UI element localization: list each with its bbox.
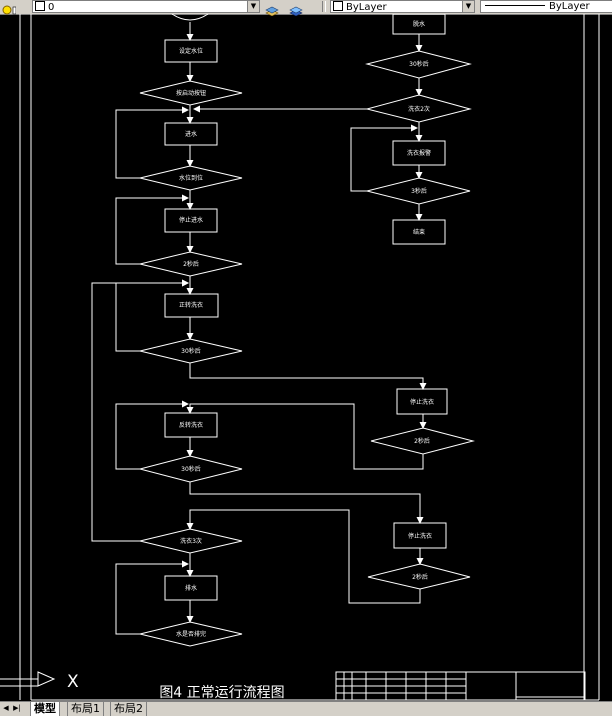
ucs-icon bbox=[0, 671, 56, 687]
chevron-down-icon[interactable]: ▼ bbox=[247, 1, 259, 12]
linetype-sample-icon bbox=[485, 5, 545, 6]
after-2s-label: 2秒后 bbox=[412, 573, 428, 581]
after-2s-label: 2秒后 bbox=[183, 260, 199, 268]
title-block bbox=[335, 671, 586, 701]
after-30s-label: 30秒后 bbox=[181, 347, 201, 355]
wash-2-times-label: 洗衣2次 bbox=[408, 105, 430, 113]
first-tab-icon[interactable]: ◀ bbox=[3, 704, 9, 712]
drained-label: 水是否排完 bbox=[176, 630, 206, 638]
after-30s-label: 30秒后 bbox=[409, 60, 429, 68]
layer-lightbulb-icon[interactable] bbox=[2, 1, 17, 15]
after-3s-label: 3秒后 bbox=[411, 187, 427, 195]
flowchart-left-column bbox=[138, 39, 243, 647]
linetype-value: ByLayer bbox=[549, 1, 590, 12]
flowchart-connectors bbox=[91, 14, 427, 635]
last-tab-icon[interactable]: ▶| bbox=[13, 704, 21, 712]
color-swatch bbox=[333, 1, 343, 11]
ucs-x-label: X bbox=[67, 672, 79, 692]
tab-layout2[interactable]: 布局2 bbox=[110, 702, 147, 716]
forward-wash-label: 正转洗衣 bbox=[179, 301, 203, 309]
color-dropdown[interactable]: ByLayer ▼ bbox=[330, 0, 475, 13]
set-water-level-label: 设定水位 bbox=[179, 47, 203, 55]
dehydrate-label: 脱水 bbox=[413, 20, 425, 28]
after-30s-label: 30秒后 bbox=[181, 465, 201, 473]
stop-fill-label: 停止进水 bbox=[179, 216, 203, 224]
layer-dropdown[interactable]: 0 ▼ bbox=[32, 0, 260, 13]
make-layer-current-icon[interactable] bbox=[265, 1, 279, 17]
start-button-label: 按启动按钮 bbox=[176, 89, 206, 97]
end-label: 结束 bbox=[413, 228, 425, 236]
water-level-reached-label: 水位到位 bbox=[179, 174, 203, 182]
reverse-wash-label: 反转洗衣 bbox=[179, 421, 203, 429]
linetype-dropdown[interactable]: ByLayer bbox=[480, 0, 612, 13]
figure-caption: 图4 正常运行流程图 bbox=[159, 685, 284, 701]
fill-water-label: 进水 bbox=[185, 130, 197, 138]
flowchart-right-column bbox=[365, 14, 475, 590]
chevron-down-icon[interactable]: ▼ bbox=[462, 1, 474, 12]
drawing-canvas[interactable]: 设定水位 按启动按钮 进水 水位到位 停止进水 2秒后 正转洗衣 30秒后 反转… bbox=[0, 14, 612, 701]
wash-3-times-label: 洗衣3次 bbox=[180, 537, 202, 545]
layer-name: 0 bbox=[48, 2, 55, 13]
layer-color-swatch bbox=[35, 1, 45, 11]
wash-alarm-label: 洗衣报警 bbox=[407, 149, 431, 157]
drain-label: 排水 bbox=[185, 584, 197, 592]
color-value: ByLayer bbox=[346, 2, 387, 13]
toolbar-separator bbox=[322, 1, 326, 12]
properties-toolbar: 0 ▼ ByLayer ▼ ByLayer bbox=[0, 0, 612, 17]
after-2s-label: 2秒后 bbox=[414, 437, 430, 445]
layer-previous-icon[interactable] bbox=[289, 1, 303, 17]
stop-wash-label: 停止洗衣 bbox=[408, 532, 432, 540]
layout-tab-bar: ◀ ▶| 模型 布局1 布局2 bbox=[0, 701, 612, 716]
stop-wash-label: 停止洗衣 bbox=[410, 398, 434, 406]
tab-model[interactable]: 模型 bbox=[30, 702, 60, 716]
drawing-frame bbox=[19, 14, 600, 701]
tab-layout1[interactable]: 布局1 bbox=[67, 702, 104, 716]
